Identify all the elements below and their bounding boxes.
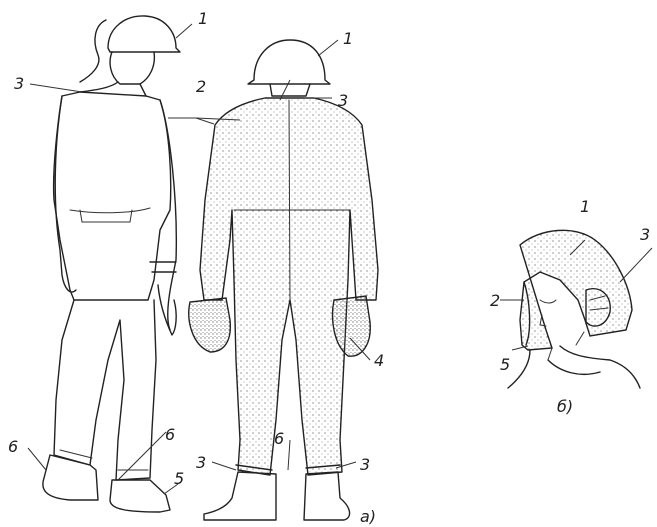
right-helmet [248,40,330,84]
panel-label-a: a) [360,507,376,526]
callout-6-left-a: 6 [8,437,18,456]
right-figure-back-view [189,40,378,520]
right-gloves-left [189,298,231,352]
callout-6-left-b: 6 [165,425,175,444]
helmet-liner-detail [508,230,640,388]
callout-b-3: 3 [640,225,650,244]
panel-label-b: б) [557,397,573,416]
callout-b-5: 5 [500,355,510,374]
callout-1-right: 1 [343,29,353,48]
callout-1-left: 1 [198,9,208,28]
callout-2: 2 [196,77,206,96]
callout-6-right: 6 [274,429,284,448]
callout-3-right-top: 3 [338,91,348,110]
callout-3-left-top: 3 [14,74,24,93]
left-figure-side-view [43,16,180,512]
callout-3-bottom-right: 3 [360,455,370,474]
callout-b-2: 2 [490,291,500,310]
callout-3-bottom-left: 3 [196,453,206,472]
left-helmet [108,16,180,52]
left-trousers [54,300,156,480]
callout-4: 4 [374,351,384,370]
callout-5: 5 [174,469,184,488]
helmet-liner [520,230,632,350]
left-jacket [54,92,171,300]
callout-b-1: 1 [580,197,590,216]
right-boots [204,472,350,520]
left-head [110,52,154,84]
